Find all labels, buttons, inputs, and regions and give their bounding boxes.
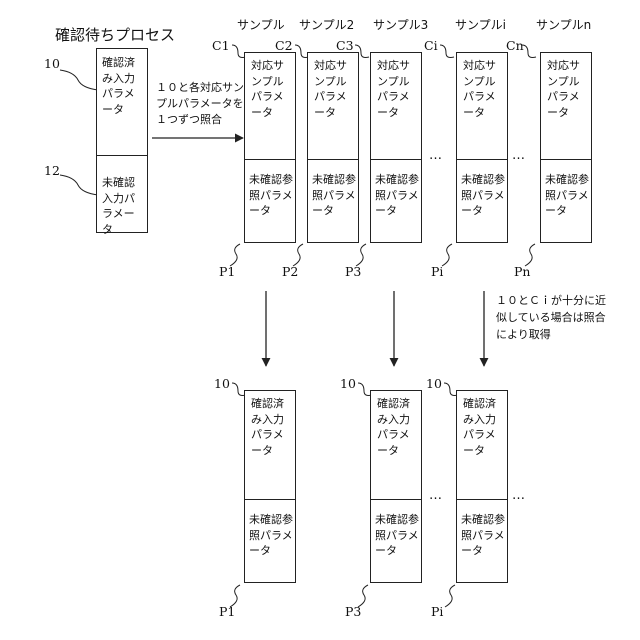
sample-2-param-box: 対応サンプルパラメータ [307, 52, 359, 160]
sample-header-i: サンプルi [455, 16, 506, 33]
sample-header-3: サンプル3 [373, 16, 428, 33]
result-3-confirmed-box: 確認済み入力パラメータ [370, 390, 422, 500]
p-label-1: P1 [219, 264, 235, 279]
result-i-confirmed-text: 確認済み入力パラメータ [463, 396, 503, 458]
sample-2-ref-text: 未確認参照パラメータ [312, 172, 356, 219]
process-title: 確認待ちプロセス [55, 24, 175, 45]
result-3-confirmed-text: 確認済み入力パラメータ [377, 396, 417, 458]
p-label-n: Pn [514, 264, 530, 279]
c-label-n: Cn [506, 38, 524, 53]
result-p-label-i: Pi [431, 604, 443, 619]
result-p-label-3: P3 [345, 604, 361, 619]
sample-n-param-box: 対応サンプルパラメータ [540, 52, 592, 160]
sample-1-ref-box: 未確認参照パラメータ [244, 159, 296, 243]
result-1-ref-text: 未確認参照パラメータ [249, 512, 293, 559]
result-3-ref-box: 未確認参照パラメータ [370, 499, 422, 583]
c-label-3: C3 [336, 38, 354, 53]
sample-i-param-text: 対応サンプルパラメータ [463, 58, 503, 120]
sample-3-param-text: 対応サンプルパラメータ [377, 58, 417, 120]
leader-ci [440, 45, 454, 58]
leader-p2 [293, 244, 303, 266]
result-label-i: 10 [426, 376, 442, 391]
leader-12 [60, 175, 98, 195]
result-1-confirmed-text: 確認済み入力パラメータ [251, 396, 291, 458]
leader-p1 [230, 244, 240, 266]
sample-2-param-text: 対応サンプルパラメータ [314, 58, 354, 120]
ellipsis-top-2: … [512, 148, 526, 163]
sample-1-param-text: 対応サンプルパラメータ [251, 58, 291, 120]
sample-i-ref-text: 未確認参照パラメータ [461, 172, 505, 219]
unconfirmed-input-box: 未確認入力パラメータ [96, 155, 148, 233]
result-i-ref-text: 未確認参照パラメータ [461, 512, 505, 559]
confirmed-input-text: 確認済み入力パラメータ [102, 55, 144, 117]
result-3-ref-text: 未確認参照パラメータ [375, 512, 419, 559]
sample-3-ref-box: 未確認参照パラメータ [370, 159, 422, 243]
leader-10 [60, 70, 98, 90]
result-p-label-1: P1 [219, 604, 235, 619]
result-label-1: 10 [214, 376, 230, 391]
leader-cn [522, 45, 536, 58]
sample-i-ref-box: 未確認参照パラメータ [456, 159, 508, 243]
sample-n-param-text: 対応サンプルパラメータ [547, 58, 587, 120]
sample-header-1: サンプル [237, 16, 285, 33]
sample-1-param-box: 対応サンプルパラメータ [244, 52, 296, 160]
unconfirmed-input-text: 未確認入力パラメータ [102, 175, 144, 237]
sample-2-ref-box: 未確認参照パラメータ [307, 159, 359, 243]
confirmed-input-box: 確認済み入力パラメータ [96, 48, 148, 156]
result-i-ref-box: 未確認参照パラメータ [456, 499, 508, 583]
p-label-2: P2 [282, 264, 298, 279]
sample-1-ref-text: 未確認参照パラメータ [249, 172, 293, 219]
c-label-1: C1 [212, 38, 230, 53]
result-label-3: 10 [340, 376, 356, 391]
sample-header-n: サンプルn [536, 16, 591, 33]
c-label-i: Ci [424, 38, 438, 53]
label-unconfirmed-input: 12 [44, 163, 60, 178]
result-i-confirmed-box: 確認済み入力パラメータ [456, 390, 508, 500]
sample-header-2: サンプル2 [299, 16, 354, 33]
ellipsis-bottom-2: … [512, 488, 526, 503]
p-label-i: Pi [431, 264, 443, 279]
leader-bpi [445, 585, 455, 607]
acquire-note: １０とＣｉが十分に近似している場合は照合により取得 [496, 292, 608, 343]
leader-p3 [356, 244, 366, 266]
sample-3-param-box: 対応サンプルパラメータ [370, 52, 422, 160]
c-label-2: C2 [275, 38, 293, 53]
p-label-3: P3 [345, 264, 361, 279]
result-1-confirmed-box: 確認済み入力パラメータ [244, 390, 296, 500]
leader-pn [525, 244, 535, 266]
sample-i-param-box: 対応サンプルパラメータ [456, 52, 508, 160]
ellipsis-top-1: … [429, 148, 443, 163]
sample-n-ref-box: 未確認参照パラメータ [540, 159, 592, 243]
sample-n-ref-text: 未確認参照パラメータ [545, 172, 589, 219]
match-note: １０と各対応サンプルパラメータを１つずつ照合 [156, 80, 244, 128]
result-1-ref-box: 未確認参照パラメータ [244, 499, 296, 583]
sample-3-ref-text: 未確認参照パラメータ [375, 172, 419, 219]
ellipsis-bottom-1: … [429, 488, 443, 503]
leader-pi [442, 244, 452, 266]
label-confirmed-input: 10 [44, 56, 60, 71]
